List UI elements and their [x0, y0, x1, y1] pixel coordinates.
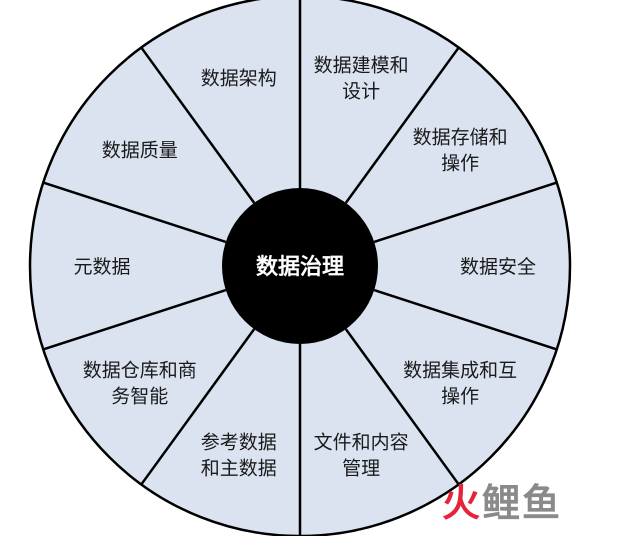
- segment-label-line: 数据建模和: [314, 55, 409, 77]
- segment-label: 数据仓库和商务智能: [83, 359, 197, 407]
- wheel-divider: [42, 181, 227, 244]
- hub-label: 数据治理: [256, 254, 344, 280]
- segment-label-line: 设计: [342, 81, 380, 103]
- segment-label-line: 数据架构: [201, 68, 277, 90]
- wheel-divider: [344, 46, 460, 204]
- segment-label-line: 数据仓库和商: [83, 359, 197, 381]
- segment-label-line: 操作: [441, 153, 479, 175]
- wheel-divider: [373, 181, 558, 244]
- wheel-divider: [373, 288, 558, 351]
- segment-label-line: 参考数据: [201, 431, 277, 453]
- wheel-divider: [344, 328, 460, 486]
- segment-label: 数据存储和操作: [413, 127, 508, 175]
- segment-label: 数据集成和互操作: [403, 359, 517, 407]
- watermark-logo: 火鲤鱼: [442, 484, 562, 522]
- segment-label: 数据安全: [460, 256, 536, 278]
- segment-label-line: 数据集成和互: [403, 359, 517, 381]
- wheel-divider: [140, 46, 256, 204]
- segment-label-line: 管理: [342, 457, 380, 479]
- segment-label-line: 文件和内容: [314, 431, 409, 453]
- segment-label: 元数据: [73, 256, 130, 278]
- segment-label: 数据架构: [201, 68, 277, 90]
- hub-circle: [222, 188, 378, 344]
- segment-label-line: 操作: [441, 385, 479, 407]
- wheel-divider: [42, 288, 227, 351]
- segment-label: 参考数据和主数据: [201, 431, 277, 479]
- segment-label-line: 和主数据: [201, 457, 277, 479]
- wheel-divider: [140, 328, 256, 486]
- segment-label-line: 数据质量: [102, 140, 178, 162]
- segment-label: 文件和内容管理: [314, 431, 409, 479]
- watermark-part-2: 鲤鱼: [482, 481, 563, 525]
- segment-label-line: 元数据: [73, 256, 130, 278]
- segment-label: 数据建模和设计: [314, 55, 409, 103]
- segment-label: 数据质量: [102, 140, 178, 162]
- segment-label-line: 务智能: [111, 385, 168, 407]
- segment-label-line: 数据存储和: [413, 127, 508, 149]
- segment-label-line: 数据安全: [460, 256, 536, 278]
- watermark-part-1: 火: [442, 481, 483, 525]
